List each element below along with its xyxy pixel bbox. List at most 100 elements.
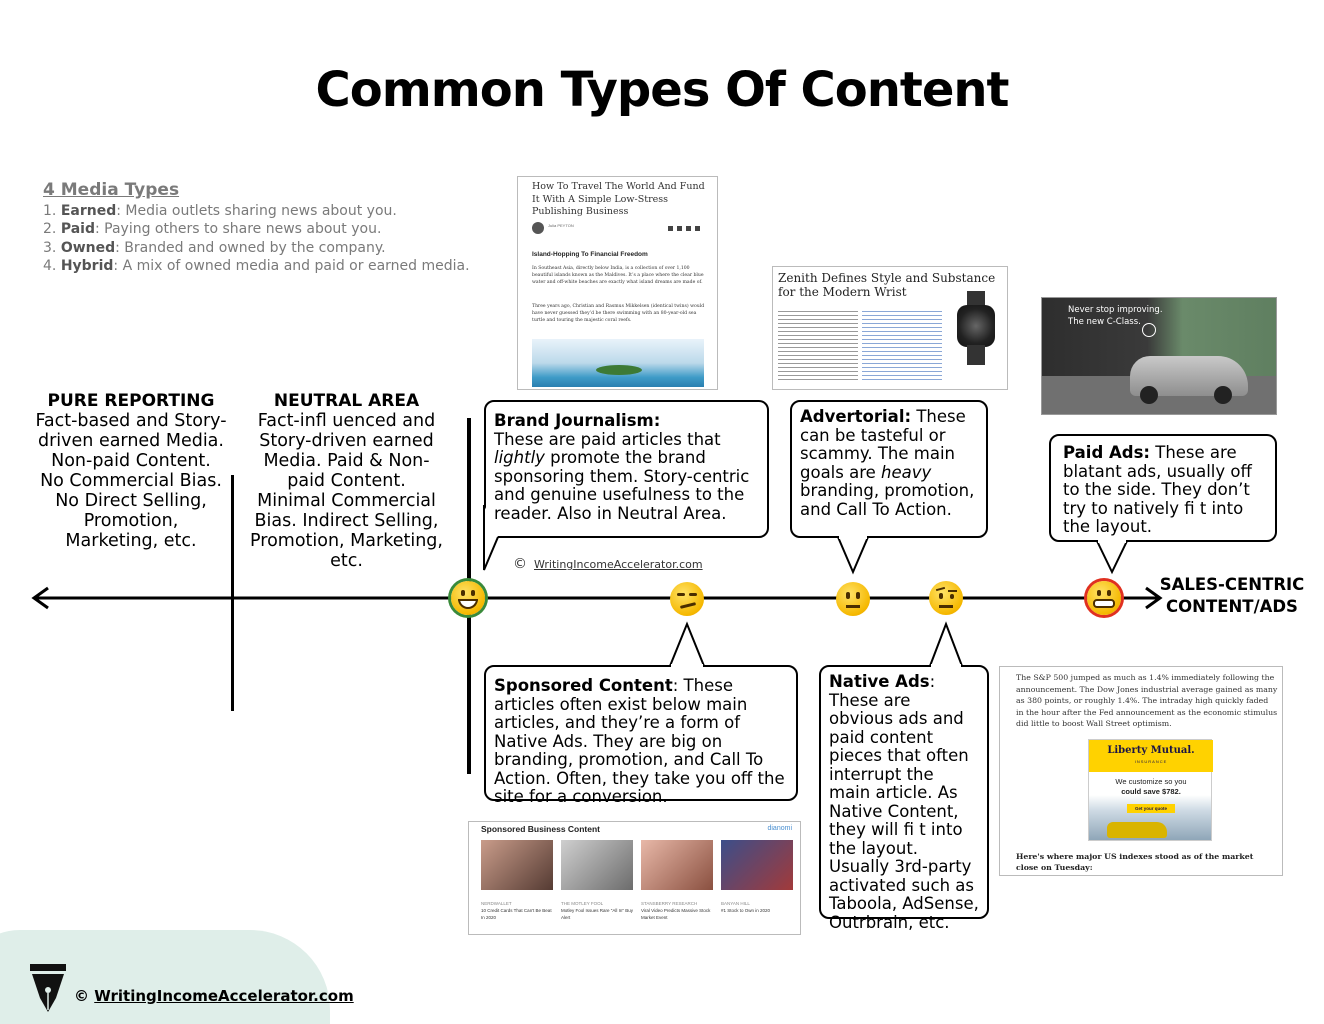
copyright-link[interactable]: WritingIncomeAccelerator.com (534, 558, 703, 571)
article-subhead: Island-Hopping To Financial Freedom (532, 251, 648, 258)
media-type-item: 4. Hybrid: A mix of owned media and paid… (43, 258, 470, 274)
tail-sponsored-mask (671, 664, 703, 669)
ad-quote-button[interactable]: Get your quote (1127, 804, 1175, 813)
article-headline: How To Travel The World And Fund It With… (532, 181, 705, 217)
pure-reporting-line: No Direct Selling, (55, 491, 207, 511)
pure-reporting-line: Non-paid Content. (51, 451, 211, 471)
tail-native-ads (928, 621, 964, 667)
media-type-item: 2. Paid: Paying others to share news abo… (43, 221, 382, 237)
neutral-area-line: Fact-infl uenced and (257, 411, 436, 431)
sponsored-image (721, 840, 793, 890)
share-icons (668, 226, 702, 231)
callout-emphasis: lightly (494, 448, 545, 467)
neutral-area-line: Promotion, Marketing, (250, 531, 443, 551)
neutral-area-line: Story-driven earned (259, 431, 434, 451)
paid-ad-thumbnail: Never stop improving. The new C-Class. (1041, 297, 1277, 415)
callout-advertorial: Advertorial: These can be tasteful or sc… (790, 400, 988, 538)
tail-paid-ads-mask (1098, 538, 1126, 543)
tail-brand-journalism-line (483, 505, 499, 571)
media-types-heading: 4 Media Types (43, 180, 180, 200)
grimacing-face-icon (1087, 581, 1121, 615)
smirking-face-icon (670, 582, 704, 616)
native-ad-thumbnail: The S&P 500 jumped as much as 1.4% immed… (999, 666, 1283, 876)
sponsored-header: Sponsored Business Content (481, 824, 601, 834)
copyright-mid: © WritingIncomeAccelerator.com (513, 556, 703, 572)
advertorial-text-column (778, 311, 858, 383)
advertorial-text-column (862, 311, 942, 383)
axis-arrow-right (1145, 586, 1163, 610)
sponsored-item: BANYAN HILL #1 Stock to Own in 2020 (721, 901, 771, 913)
ad-headline: Never stop improving. The new C-Class. (1068, 305, 1163, 327)
callout-paid-ads: Paid Ads: These are blatant ads, usually… (1049, 434, 1277, 542)
native-paragraph: The S&P 500 jumped as much as 1.4% immed… (1016, 673, 1278, 728)
sponsored-image (481, 840, 553, 890)
page-title: Common Types Of Content (315, 62, 1009, 118)
pure-reporting-line: No Commercial Bias. (40, 471, 222, 491)
divider-line-left (231, 475, 234, 711)
article-byline: Julia PEYTON (548, 223, 574, 228)
ad-brand: Liberty Mutual. (1107, 745, 1195, 756)
callout-sponsored-content: Sponsored Content: These articles often … (484, 665, 798, 806)
article-paragraph: In Southeast Asia, directly below India,… (532, 266, 704, 285)
media-type-item: 1. Earned: Media outlets sharing news ab… (43, 202, 397, 219)
pure-reporting-line: driven earned Media. (38, 431, 224, 451)
sponsored-item: STANSBERRY RESEARCH Viral Video Predicts… (641, 901, 711, 920)
axis-arrow-left (31, 586, 49, 610)
advertorial-headline: Zenith Defines Style and Substance for t… (778, 271, 996, 299)
end-label-line: SALES-CENTRIC (1159, 575, 1305, 594)
tail-paid-ads (1095, 540, 1129, 575)
tail-sponsored-content (668, 621, 706, 667)
callout-text: promote the brand sponsoring them. Story… (494, 448, 750, 523)
callout-term: Native Ads (829, 672, 930, 691)
tail-native-mask (931, 664, 961, 669)
island-photo (532, 339, 704, 387)
article-paragraph: Three years ago, Christian and Rasmus Mi… (532, 304, 705, 323)
callout-native-ads: Native Ads: These are obvious ads and pa… (819, 665, 989, 931)
sponsored-item: NERDWALLET 10 Credit Cards That Can't Be… (481, 901, 552, 920)
callout-emphasis: heavy (881, 462, 932, 482)
copyright-symbol: © (74, 987, 89, 1005)
media-types-list: 4 Media Types 1. Earned: Media outlets s… (43, 181, 483, 276)
ad-sub: INSURANCE (1134, 759, 1168, 764)
callout-text: : These articles often exist below main … (494, 676, 785, 806)
callout-term: Sponsored Content (494, 676, 673, 695)
footer-copyright: © WritingIncomeAccelerator.com (74, 987, 354, 1005)
sales-centric-label: SALES-CENTRIC CONTENT/ADS (1150, 574, 1314, 618)
callout-text: These are blatant ads, usually off to th… (1063, 443, 1252, 536)
neutral-face-icon (836, 582, 870, 616)
footer-link[interactable]: WritingIncomeAccelerator.com (94, 987, 354, 1005)
avatar (532, 222, 544, 234)
callout-text: These are paid articles that (494, 429, 721, 449)
callout-text: These can be tasteful or scammy. The mai… (800, 407, 966, 482)
callout-brand-journalism: Brand Journalism: These are paid article… (484, 400, 769, 538)
ad-copy: We customize so you could save $782. (1115, 777, 1187, 796)
neutral-area-heading: NEUTRAL AREA (273, 391, 420, 411)
liberty-mutual-ad: Liberty Mutual. INSURANCE We customize s… (1088, 739, 1213, 841)
raised-eyebrow-face-icon (929, 581, 963, 615)
neutral-area-section: NEUTRAL AREA Fact-infl uenced and Story-… (244, 391, 449, 571)
pure-reporting-line: Promotion, (83, 511, 179, 531)
sponsored-thumbnail: Sponsored Business Content dianomi NERDW… (468, 821, 801, 935)
article-thumbnail: How To Travel The World And Fund It With… (517, 176, 718, 390)
mercedes-logo-icon (1142, 323, 1156, 337)
end-label-line: CONTENT/ADS (1166, 597, 1298, 616)
neutral-area-line: etc. (330, 551, 363, 571)
tail-brand-journalism (484, 505, 498, 570)
callout-text: : These are obvious ads and paid content… (829, 672, 979, 932)
grinning-face-icon (451, 581, 485, 615)
tail-advertorial-mask (839, 534, 867, 539)
pure-reporting-line: Marketing, etc. (65, 531, 197, 551)
watch-image (953, 291, 999, 371)
pure-reporting-section: PURE REPORTING Fact-based and Story- dri… (30, 391, 232, 551)
callout-text: branding, promotion, and Call To Action. (800, 481, 975, 519)
advertorial-thumbnail: Zenith Defines Style and Substance for t… (772, 266, 1008, 390)
pure-reporting-heading: PURE REPORTING (47, 391, 215, 411)
pen-nib-logo-icon (30, 964, 66, 1012)
tail-advertorial (836, 536, 870, 575)
callout-term: Advertorial: (800, 407, 912, 426)
media-type-item: 3. Owned: Branded and owned by the compa… (43, 239, 386, 256)
neutral-area-line: Media. Paid & Non- (263, 451, 430, 471)
sponsored-brand: dianomi (767, 825, 792, 832)
sponsored-image (561, 840, 633, 890)
